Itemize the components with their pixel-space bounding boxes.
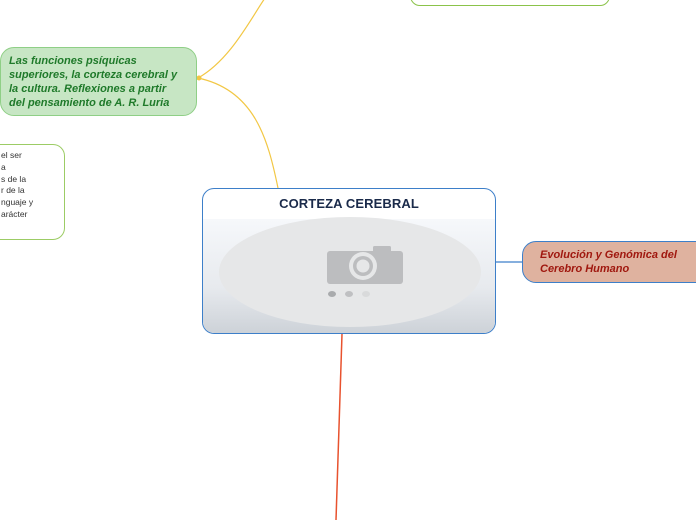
topic-node-left-partial[interactable]: el ser a s de la r de la nguaje y arácte… <box>0 144 65 240</box>
carousel-dot-1[interactable] <box>328 291 336 297</box>
topic-text-line: Cerebro Humano <box>540 263 630 275</box>
topic-text-line: Evolución y Genómica del <box>540 249 677 261</box>
topic-node-top-right-partial[interactable] <box>410 0 610 6</box>
topic-node-luria[interactable]: Las funciones psíquicas superiores, la c… <box>0 47 197 116</box>
central-topic-node[interactable]: CORTEZA CEREBRAL <box>202 188 496 334</box>
connector-joint <box>196 75 202 81</box>
carousel-dot-2[interactable] <box>345 291 353 297</box>
camera-icon <box>327 246 403 284</box>
image-placeholder[interactable] <box>219 217 481 327</box>
connector-central-bottom <box>335 333 343 520</box>
topic-text-line: nguaje y <box>1 197 34 208</box>
central-topic-title: CORTEZA CEREBRAL <box>279 196 419 211</box>
topic-text-line: a <box>1 161 6 172</box>
topic-text-line: arácter <box>1 208 28 219</box>
topic-node-evolucion[interactable]: Evolución y Genómica del Cerebro Humano <box>522 241 696 283</box>
topic-text-line: r de la <box>1 185 25 196</box>
topic-text-line: del pensamiento de A. R. Luria <box>9 97 170 109</box>
connector-central-luria <box>197 77 279 189</box>
carousel-dots <box>328 291 374 299</box>
topic-text-line: Las funciones psíquicas <box>9 55 137 67</box>
topic-text-line: s de la <box>1 173 27 184</box>
topic-text-line: el ser <box>1 150 22 160</box>
topic-text-line: la cultura. Reflexiones a partir <box>9 83 167 95</box>
carousel-dot-3[interactable] <box>362 291 370 297</box>
topic-text-line: superiores, la corteza cerebral y <box>9 69 178 81</box>
connector-luria-upper <box>197 0 265 79</box>
